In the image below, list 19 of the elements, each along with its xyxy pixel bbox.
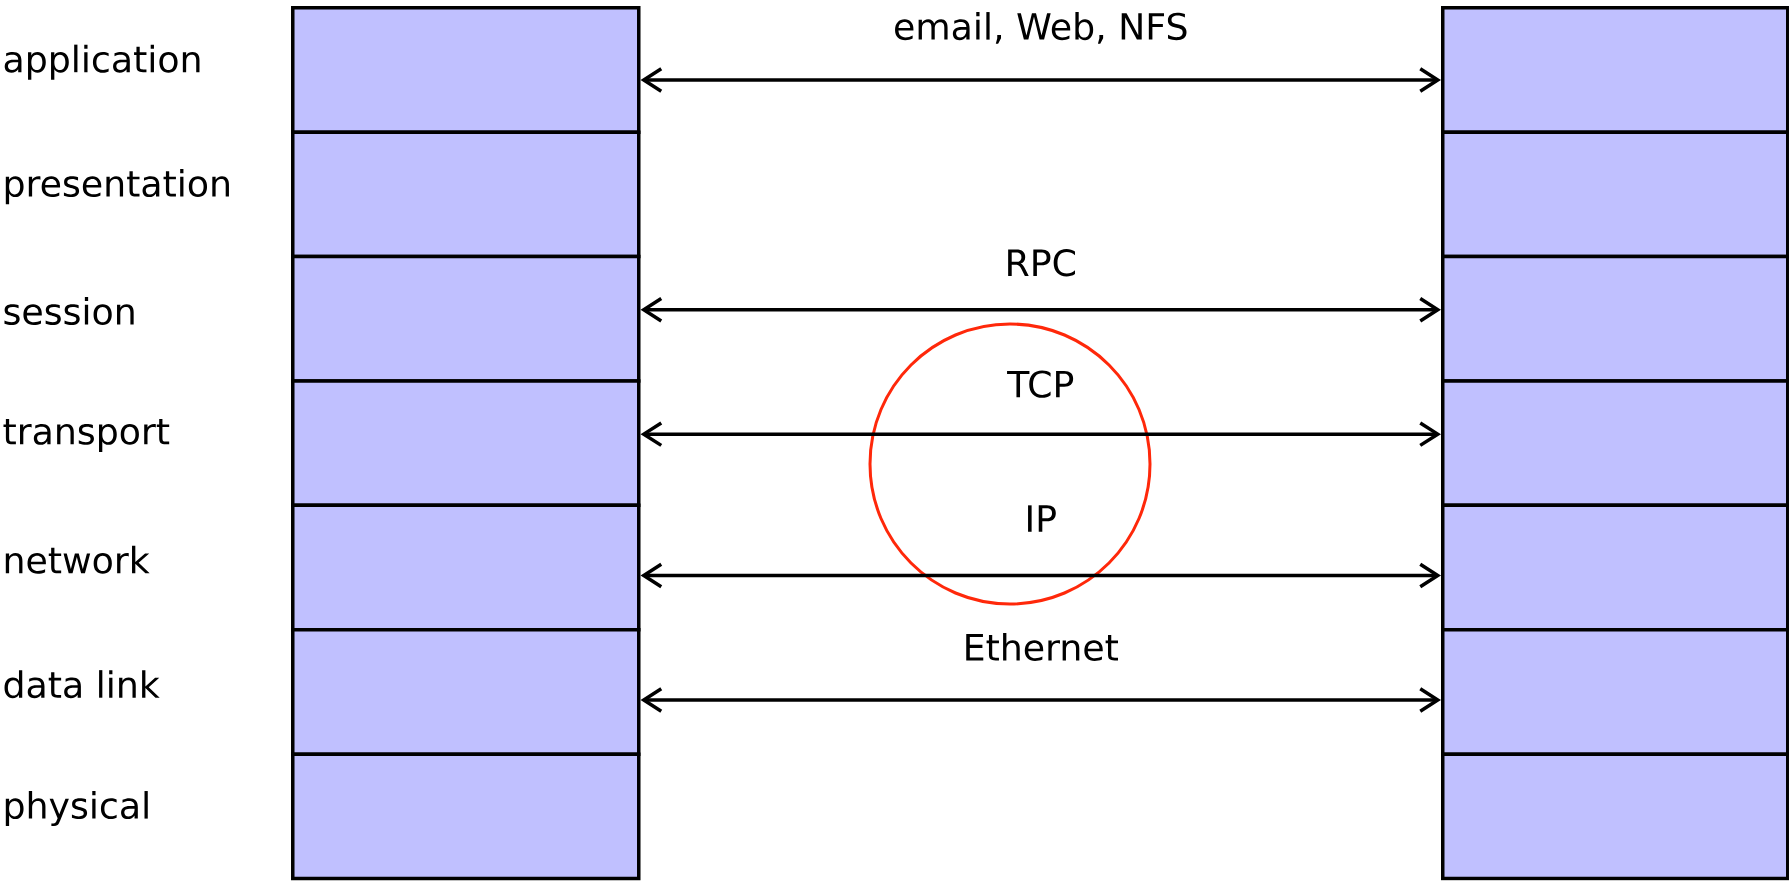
edge-label: Ethernet — [960, 630, 1122, 664]
edge-label: TCP — [1004, 367, 1077, 401]
double-arrow — [640, 421, 1441, 447]
layer-label: data link — [4, 670, 160, 699]
layer-box — [291, 752, 641, 881]
layer-label: presentation — [5, 169, 229, 205]
edge-label: IP — [1022, 502, 1060, 535]
edge-label: email, Web, NFS — [890, 9, 1191, 47]
layer-label: physical — [5, 791, 148, 827]
layer-label: transport — [3, 418, 170, 452]
double-arrow — [640, 67, 1441, 93]
edge-label: RPC — [1002, 246, 1080, 279]
layer-label: application — [4, 44, 200, 80]
layer-label: network — [5, 545, 150, 574]
double-arrow — [640, 687, 1441, 713]
double-arrow — [640, 562, 1441, 589]
double-arrow — [640, 297, 1441, 323]
layer-label: session — [4, 296, 134, 325]
layer-box — [1441, 752, 1789, 881]
